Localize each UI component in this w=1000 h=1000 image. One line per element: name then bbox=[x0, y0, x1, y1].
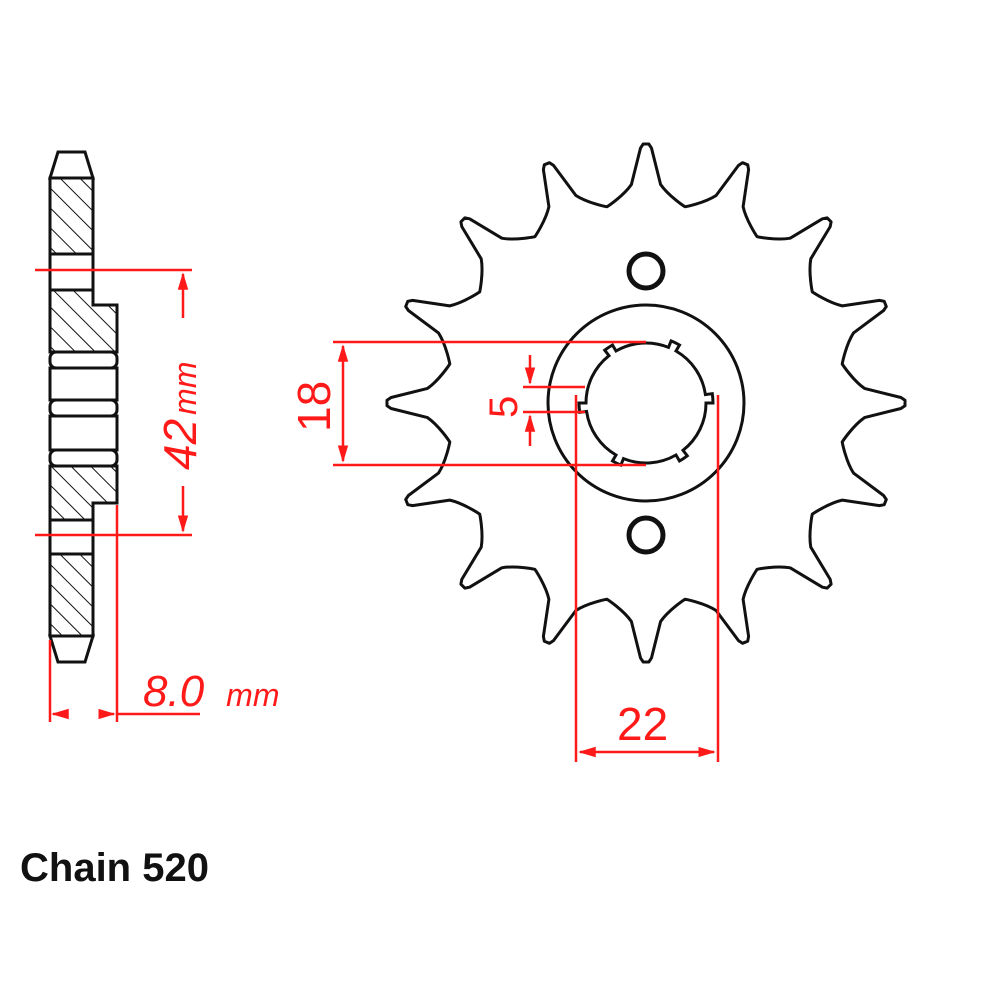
spline-inner-label: 18 bbox=[288, 381, 340, 432]
bolt-hole-top bbox=[626, 251, 666, 291]
hub-circle bbox=[546, 303, 746, 503]
hub-diameter-label: 42mm bbox=[154, 362, 206, 470]
spline-bore bbox=[577, 338, 715, 468]
front-view-dimensions bbox=[333, 340, 720, 762]
side-view bbox=[47, 150, 119, 664]
spline-width-label: 5 bbox=[482, 396, 526, 418]
chain-size-caption: Chain 520 bbox=[20, 846, 209, 890]
front-view bbox=[385, 142, 907, 664]
spline-outer-label: 22 bbox=[617, 698, 668, 750]
side-view-dimensions bbox=[35, 268, 200, 722]
bolt-hole-bottom bbox=[626, 515, 666, 555]
